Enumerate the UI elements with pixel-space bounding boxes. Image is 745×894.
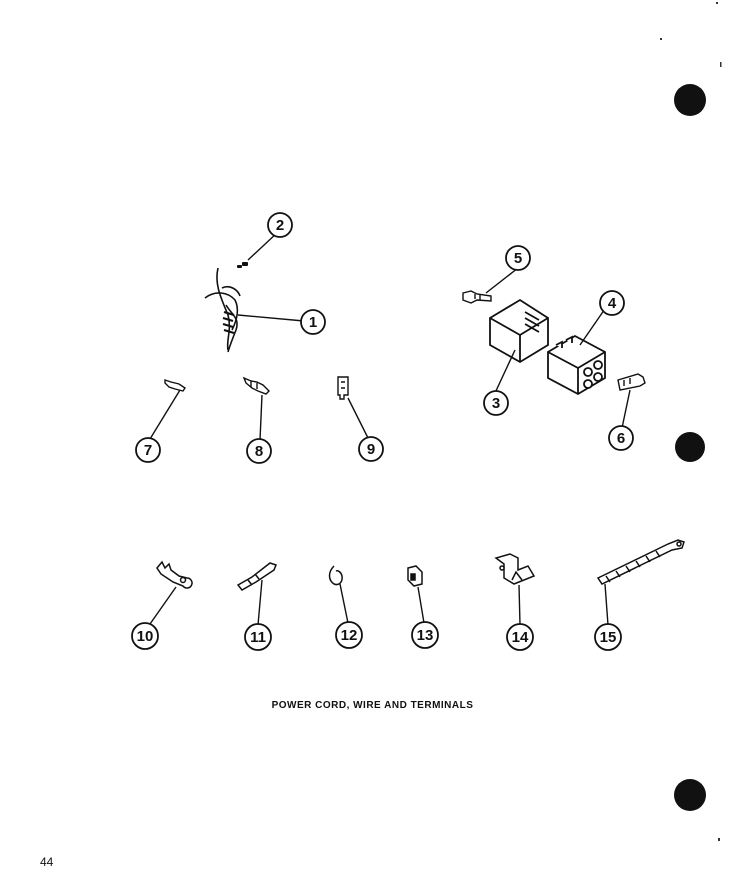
callout-14: 14 [506,623,534,651]
callout-15: 15 [594,623,622,651]
part-13-connector-plug [407,565,423,587]
svg-text:15: 15 [600,629,617,646]
svg-text:7: 7 [144,442,152,459]
part-11-spade-terminal [236,562,277,591]
callout-11: 11 [244,623,272,651]
part-7-terminal [164,379,186,392]
part-1-wire-harness [204,267,241,353]
part-8-terminal [242,376,270,395]
punch-hole-top [674,84,706,116]
callout-5: 5 [505,245,531,271]
callout-1: 1 [300,309,326,335]
callout-4: 4 [599,290,625,316]
part-6-terminal-socket [617,373,646,391]
svg-text:9: 9 [367,441,375,458]
page-number: 44 [40,855,54,869]
part-12-wire-loop [328,565,343,586]
svg-text:10: 10 [137,628,154,645]
callout-9: 9 [358,436,384,462]
part-4-connector-housing-female [547,334,606,396]
punch-hole-bottom [674,779,706,811]
part-5-terminal-pin [462,290,492,304]
callout-8: 8 [246,438,272,464]
svg-text:8: 8 [255,443,263,460]
leader-lines [149,231,631,626]
svg-text:4: 4 [608,295,617,312]
scan-specks [660,2,722,841]
callout-3: 3 [483,390,509,416]
part-2-small-terminal [237,262,248,268]
svg-text:3: 3 [492,395,500,412]
svg-text:14: 14 [512,629,529,646]
callout-13: 13 [411,621,439,649]
svg-text:1: 1 [309,314,317,331]
callout-12: 12 [335,621,363,649]
callout-2: 2 [267,212,293,238]
part-3-connector-housing-male [489,298,549,364]
svg-text:12: 12 [341,627,358,644]
part-14-bracket-clip [494,553,536,585]
callout-10: 10 [131,622,159,650]
svg-text:13: 13 [417,627,434,644]
callout-7: 7 [135,437,161,463]
part-15-cable-tie [596,539,685,585]
punch-hole-middle [675,432,705,462]
svg-text:11: 11 [250,629,266,646]
part-10-ring-terminal [156,560,193,589]
part-9-terminal-clip [337,376,349,400]
svg-text:2: 2 [276,217,284,234]
svg-text:6: 6 [617,430,625,447]
callout-6: 6 [608,425,634,451]
diagram-caption: POWER CORD, WIRE AND TERMINALS [271,700,474,711]
callouts: 1 2 3 4 5 6 7 8 9 10 11 12 13 14 15 [131,212,634,651]
svg-text:5: 5 [514,250,522,267]
